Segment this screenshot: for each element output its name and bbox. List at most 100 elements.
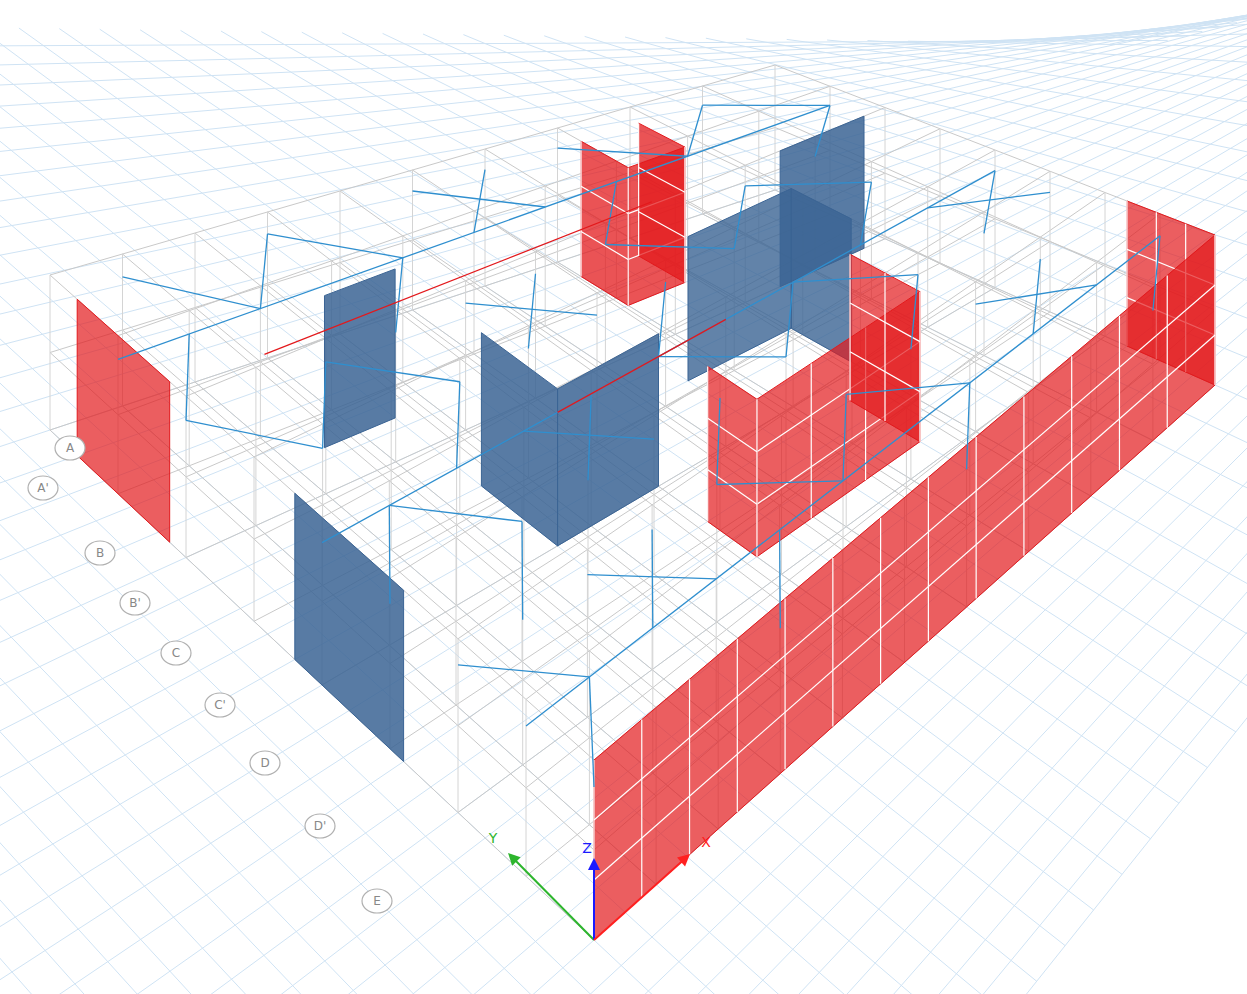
brace — [1033, 259, 1040, 334]
grid-bubble — [305, 814, 335, 838]
axis-label: Z — [582, 840, 592, 856]
grid-label: A — [66, 441, 74, 455]
label-text: D' — [314, 819, 327, 833]
wall-mesh — [919, 292, 920, 442]
brace — [651, 530, 653, 628]
wall-panel — [481, 333, 557, 546]
grid-bubble — [120, 591, 150, 615]
grid-line — [0, 23, 923, 994]
wall-panel — [324, 269, 395, 448]
wall-mesh — [1214, 235, 1215, 385]
brace — [1153, 236, 1160, 311]
wall-mesh — [737, 639, 738, 812]
wall-panel — [581, 141, 628, 305]
brace — [588, 394, 591, 480]
grid-line — [494, 0, 1247, 994]
wall-mesh — [581, 186, 628, 213]
x-axis — [594, 856, 688, 940]
wall-mesh — [689, 679, 690, 854]
grid-line — [100, 0, 1247, 994]
label-text: E — [373, 894, 381, 908]
bracing — [118, 105, 1160, 787]
brace — [984, 171, 995, 234]
frame — [50, 65, 1215, 940]
wall-mesh — [628, 168, 629, 306]
grid-label: D — [260, 756, 269, 770]
grid-line — [130, 0, 1247, 994]
wall-mesh — [884, 273, 885, 421]
grid-line — [0, 26, 1037, 982]
grid-label: E — [373, 894, 381, 908]
column — [195, 233, 196, 382]
grid-bubble — [28, 476, 58, 500]
grid-line — [0, 0, 1247, 679]
brace — [413, 191, 546, 207]
brace — [976, 285, 1097, 304]
brace — [846, 383, 970, 395]
wall-mesh — [976, 437, 977, 599]
grid-line — [0, 16, 582, 994]
brace — [123, 277, 261, 309]
wall-mesh — [1023, 397, 1024, 556]
wall-mesh — [707, 367, 708, 522]
wall-mesh — [1214, 235, 1215, 385]
wall-panel — [295, 493, 404, 761]
brace — [605, 244, 734, 248]
grid-line — [0, 18, 667, 994]
beam-highlight — [558, 319, 726, 412]
column — [50, 275, 51, 430]
brace — [703, 105, 831, 107]
grid-line — [0, 21, 838, 994]
wall-panel — [708, 367, 757, 557]
brace — [717, 398, 720, 484]
brace — [605, 182, 616, 245]
brace — [688, 105, 703, 156]
beam-highlight — [264, 202, 651, 355]
wall-mesh — [811, 363, 812, 518]
grid-line — [868, 41, 1247, 91]
column — [775, 65, 776, 190]
axis-arrowhead — [677, 854, 690, 866]
brace — [457, 382, 460, 468]
brace — [659, 282, 666, 357]
wall-mesh — [639, 212, 685, 238]
grid-label: B — [96, 546, 104, 560]
brace — [967, 383, 970, 469]
wall-mesh — [708, 470, 757, 504]
brace — [793, 275, 918, 283]
wall-mesh — [580, 141, 581, 276]
z-axis — [593, 862, 595, 940]
grid-line — [464, 0, 1247, 994]
axis-arrowhead — [588, 858, 600, 870]
brace — [745, 182, 871, 186]
label-text: A — [66, 441, 74, 455]
column — [652, 505, 653, 670]
grid-line — [0, 24, 951, 994]
wall-panel — [639, 123, 685, 282]
brace — [558, 148, 688, 156]
grid-line — [0, 17, 610, 994]
column — [885, 108, 886, 239]
grid-line — [373, 0, 1247, 994]
brace — [389, 505, 391, 603]
grid-line — [0, 40, 1168, 49]
wall-mesh — [849, 254, 850, 400]
grid-label: B' — [129, 596, 141, 610]
brace — [323, 362, 326, 448]
grid-line — [403, 0, 1247, 994]
grid-bubbles — [28, 436, 392, 913]
grid-line — [0, 27, 1094, 910]
brace — [659, 356, 787, 358]
wall-mesh — [880, 518, 881, 684]
grid-line — [39, 0, 1247, 994]
grid-line — [0, 5, 1247, 329]
grid-line — [0, 1, 1247, 365]
wall-mesh — [641, 720, 642, 898]
brace — [928, 192, 1050, 207]
wall-mesh — [756, 399, 757, 557]
wall-mesh — [1071, 356, 1072, 513]
wall-panel — [850, 254, 920, 441]
brace — [268, 234, 403, 258]
